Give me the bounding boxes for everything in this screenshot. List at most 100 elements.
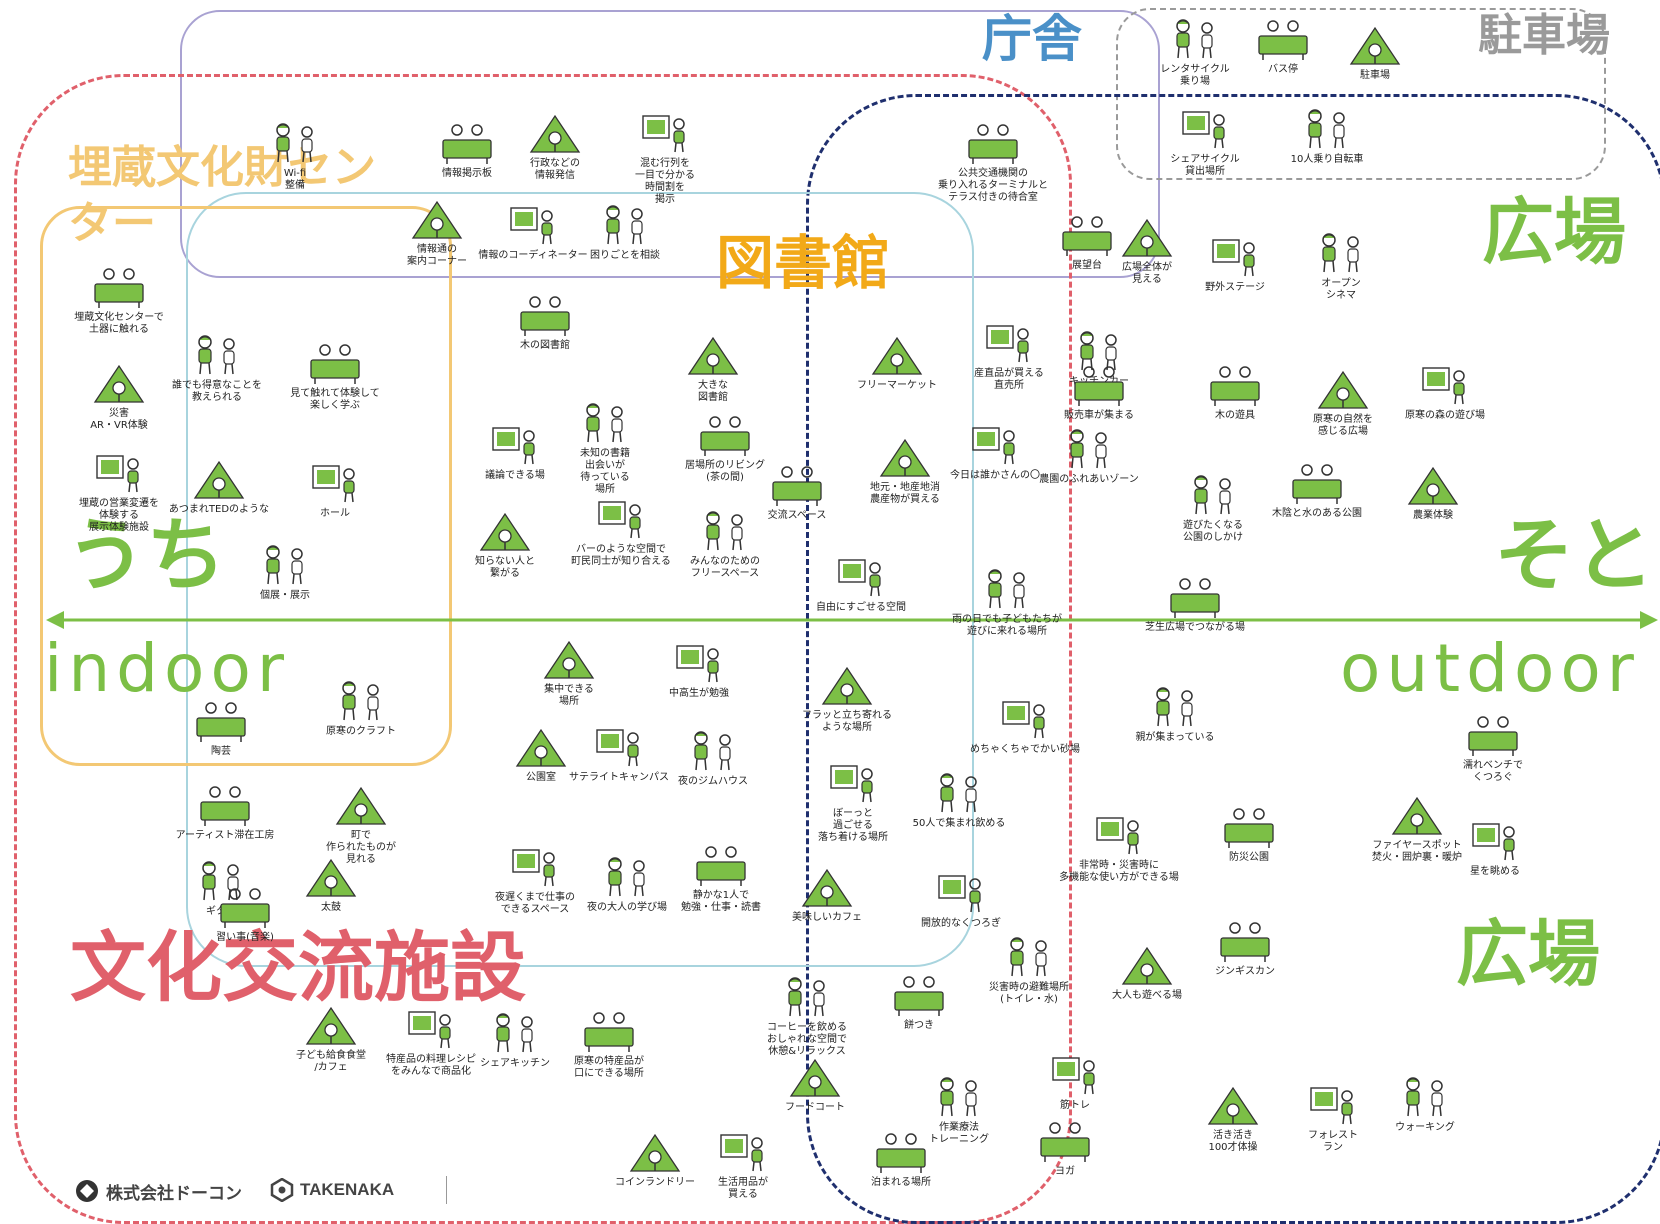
- activity-caption: フードコート: [785, 1102, 845, 1113]
- activity-flat: フラッと立ち寄れる ような場所: [772, 660, 922, 734]
- activity-big-library: 大きな 図書館: [638, 330, 788, 404]
- sketch-icon: [1413, 360, 1477, 408]
- activity-browse: 未知の書籍 出会いが 待っている 場所: [530, 398, 680, 496]
- sketch-icon: [961, 118, 1025, 166]
- activity-caption: 集中できる 場所: [544, 684, 594, 707]
- activity-caption: 芝生広場でつながる場: [1145, 622, 1245, 633]
- sketch-icon: [1393, 1072, 1457, 1120]
- sketch-icon: [1033, 1116, 1097, 1164]
- activity-caption: ファイヤースポット 焚火・囲炉裏・暖炉: [1372, 840, 1462, 863]
- sketch-icon: [87, 448, 151, 496]
- activity-observe: 見て触れて体験して 楽しく学ぶ: [260, 338, 410, 412]
- sketch-icon: [873, 432, 937, 480]
- activity-disaster-park: 防災公園: [1174, 802, 1324, 864]
- activity-caption: 議論できる場: [485, 470, 545, 481]
- activity-wifi: Wi-fi 整備: [220, 118, 370, 192]
- activity-coffee: コーヒーを飲める おしゃれな空間で 休憩&リラックス: [732, 972, 882, 1058]
- activity-yurt: ジンギスカン: [1170, 916, 1320, 978]
- sketch-icon: [1163, 14, 1227, 62]
- activity-coordinator: 情報のコーディネーター: [458, 200, 608, 262]
- activity-caption: 中高生が勉強: [669, 688, 729, 699]
- activity-stay: 泊まれる場所: [826, 1127, 976, 1189]
- docon-logo-icon: [76, 1180, 98, 1202]
- activity-caption: 原寒の自然を 感じる広場: [1313, 414, 1373, 437]
- activity-caption: 広場全体が 見える: [1122, 262, 1172, 285]
- sketch-icon: [1203, 232, 1267, 280]
- sketch-icon: [1251, 14, 1315, 62]
- activity-caption: 10人乗り自転車: [1290, 154, 1364, 165]
- activity-caption: 情報掲示板: [442, 168, 492, 179]
- sketch-icon: [1057, 424, 1121, 472]
- sketch-icon: [711, 1127, 775, 1175]
- sketch-icon: [997, 932, 1061, 980]
- activity-caption: フラッと立ち寄れる ような場所: [802, 710, 892, 733]
- activity-caption: サテライトキャンパス: [569, 772, 669, 783]
- sketch-icon: [865, 330, 929, 378]
- activity-caption: 行政などの 情報発信: [530, 158, 580, 181]
- activity-parents: 親が集まっている: [1100, 682, 1250, 744]
- activity-bar: バーのような空間で 町民同士が知り合える: [546, 494, 696, 568]
- activity-caption: 農業体験: [1413, 510, 1453, 521]
- activity-lookout-note: 広場全体が 見える: [1072, 212, 1222, 286]
- activity-caption: 災害時の避難場所 (トイレ・水): [989, 982, 1069, 1005]
- sketch-icon: [633, 108, 697, 156]
- activity-local-farm: 地元・地産地消 農産物が買える: [830, 432, 980, 506]
- sketch-icon: [1067, 360, 1131, 408]
- outdoor-jp-label: そと: [1494, 509, 1654, 602]
- sketch-icon: [795, 862, 859, 910]
- takenaka-logo-text: TAKENAKA: [300, 1180, 395, 1199]
- activity-work-space: 夜遅くまで仕事の できるスペース: [460, 842, 610, 916]
- activity-wood-play: 木の遊具: [1160, 360, 1310, 422]
- activity-caption: 情報通の 案内コーナー: [407, 244, 467, 267]
- activity-craft: 原寒のクラフト: [286, 676, 436, 738]
- activity-wood-library: 木の図書館: [470, 290, 620, 352]
- sketch-icon: [1285, 458, 1349, 506]
- activity-parking-lot: 駐車場: [1300, 20, 1450, 82]
- sketch-icon: [329, 780, 393, 828]
- sketch-icon: [187, 454, 251, 502]
- sketch-icon: [1217, 802, 1281, 850]
- activity-caption: 餅つき: [904, 1020, 934, 1031]
- sketch-icon: [501, 200, 565, 248]
- activity-caption: 親が集まっている: [1135, 732, 1215, 743]
- activity-open-cinema: オープン シネマ: [1266, 228, 1416, 302]
- sketch-icon: [887, 970, 951, 1018]
- sketch-icon: [1201, 1080, 1265, 1128]
- activity-today: 今日は誰かさんの〇: [920, 420, 1070, 482]
- activity-pottery: 陶芸: [146, 696, 296, 758]
- footer-divider: [446, 1176, 447, 1204]
- sketch-icon: [1311, 364, 1375, 412]
- activity-caption: 濡れベンチで くつろぐ: [1463, 760, 1523, 783]
- sketch-icon: [1143, 682, 1207, 730]
- sketch-icon: [1055, 210, 1119, 258]
- activity-caption: 大きな 図書館: [698, 380, 728, 403]
- activity-caption: 星を眺める: [1470, 866, 1520, 877]
- sketch-icon: [869, 1127, 933, 1175]
- activity-caption: フォレスト ラン: [1308, 1130, 1358, 1153]
- activity-caption: 駐車場: [1360, 70, 1390, 81]
- activity-focus: 集中できる 場所: [494, 634, 644, 708]
- activity-specialty: 原寒の特産品が 口にできる場所: [534, 1006, 684, 1080]
- activity-caption: 産直品が買える 直売所: [974, 368, 1044, 391]
- sketch-icon: [473, 506, 537, 554]
- sketch-icon: [1343, 20, 1407, 68]
- activity-bus-stop: バス停: [1208, 14, 1358, 76]
- activity-share-kitchen: シェアキッチン: [440, 1008, 590, 1070]
- activity-caption: オープン シネマ: [1321, 278, 1361, 301]
- activity-know: 知らない人と 繋がる: [430, 506, 580, 580]
- sketch-icon: [587, 722, 651, 770]
- culture-title: 文化交流施設: [70, 923, 526, 1012]
- activity-adults-play: 大人も遊べる場: [1072, 940, 1222, 1002]
- government-region: [180, 10, 1160, 278]
- activity-night-class: 夜のジムハウス: [638, 726, 788, 788]
- activity-caption: 生活用品が 買える: [718, 1177, 768, 1200]
- activity-caption: めちゃくちゃでかい砂場: [970, 744, 1080, 755]
- activity-exhibit: 埋蔵の営業変遷を 体験する 展示体験施設: [44, 448, 194, 534]
- activity-caption: 静かな1人で 勉強・仕事・読書: [681, 890, 761, 913]
- activity-caption: ジンギスカン: [1215, 966, 1275, 977]
- activity-quiet-study: 静かな1人で 勉強・仕事・読書: [646, 840, 796, 914]
- sketch-icon: [329, 676, 393, 724]
- activity-caption: 太鼓: [321, 902, 341, 913]
- activity-run: 活き活き 100才体操: [1158, 1080, 1308, 1154]
- activity-caption: 夜遅くまで仕事の できるスペース: [495, 892, 575, 915]
